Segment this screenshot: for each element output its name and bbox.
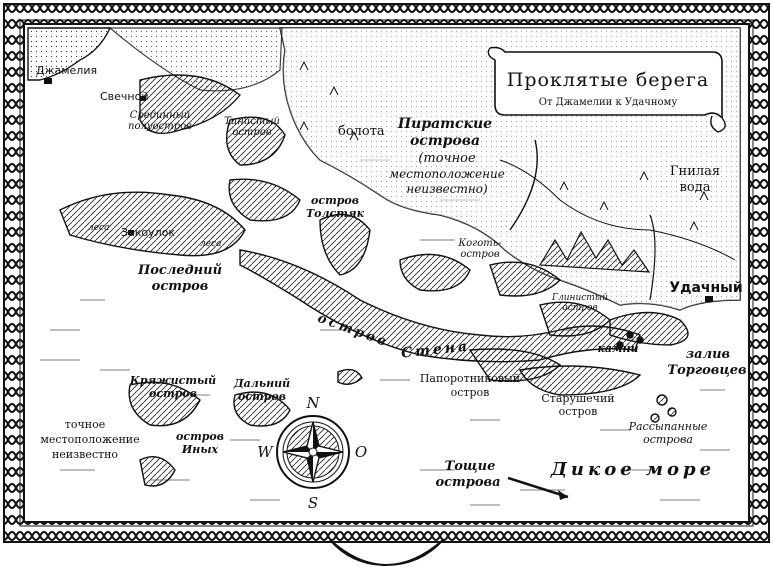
compass-s: S	[308, 494, 318, 512]
jamelia-marker	[44, 78, 52, 84]
settlements	[44, 78, 713, 302]
label-gnilaya-1: Гнилая	[670, 164, 720, 179]
label-tinisty-1: Тинистый	[224, 116, 280, 127]
arrow	[507, 476, 569, 499]
udachny-marker	[705, 296, 713, 302]
compass-n: N	[305, 394, 320, 412]
sredinny-peninsula	[139, 74, 241, 134]
label-toshchie-1: Тощие	[445, 459, 496, 474]
label-sredinny-1: Срединный	[130, 110, 191, 121]
label-piratskie-1: Пиратские	[397, 116, 492, 132]
map-subtitle: От Джамелии к Удачному	[539, 97, 678, 108]
label-svechnoy: Свечной	[100, 90, 149, 103]
label-posledny-1: Последний	[137, 263, 222, 278]
label-tochnoe-3: неизвестно	[52, 448, 118, 461]
compass-w: W	[257, 443, 274, 461]
river	[509, 139, 538, 231]
label-dzhameliya: Джамелия	[36, 64, 97, 77]
tinisty-island	[226, 116, 286, 166]
label-posledny-2: остров	[152, 279, 209, 294]
label-staryshechy-1: Старушечий	[541, 392, 614, 405]
label-tochnoe-1: точное	[65, 418, 105, 431]
title-banner: Проклятые берега От Джамелии к Удачному	[487, 46, 726, 133]
label-zaliv-1: залив	[686, 347, 730, 362]
label-tolstyak-2: Толстяк	[306, 207, 365, 220]
label-kamni: камни	[597, 342, 638, 355]
label-tinisty-2: остров	[232, 127, 272, 138]
label-piratskie-2: острова	[410, 133, 480, 149]
dalny-island	[233, 391, 291, 427]
label-kryazhisty-1: Кряжистый	[129, 374, 216, 387]
label-kogot-1: Коготь-	[457, 238, 502, 249]
label-sredinny-2: полуостров	[128, 121, 192, 132]
label-bolota: болота	[338, 124, 385, 139]
label-lesa-2: леса	[200, 239, 221, 249]
compass-rose: N S W O	[257, 394, 367, 512]
label-rassypannye-1: Рассыпанные	[628, 420, 708, 433]
label-dalny-1: Дальний	[233, 377, 290, 390]
label-udachny: Удачный	[669, 280, 742, 296]
staryshechy-island	[518, 365, 642, 396]
map-title: Проклятые берега	[507, 69, 709, 91]
svechnoy-marker	[140, 96, 146, 101]
kryazhisty-island	[128, 381, 201, 427]
label-paporotnik-1: Папоротниковый	[420, 372, 520, 385]
label-ostrov-stena-2: Стена	[400, 338, 470, 361]
kogot-island	[399, 253, 471, 292]
label-zaliv-2: Торговцев	[667, 363, 746, 378]
label-glinisty-1: Глинистый	[551, 293, 608, 303]
label-kogot-2: остров	[460, 249, 500, 260]
label-inykh-1: остров	[176, 430, 224, 443]
zakoulok-island	[59, 191, 246, 257]
arrow-head-icon	[558, 490, 568, 500]
label-glinisty-2: остров	[562, 303, 597, 313]
label-unknown-pos-1: (точное	[418, 151, 476, 166]
label-dikoe-more: Дикое море	[550, 459, 715, 480]
label-dalny-2: остров	[238, 390, 286, 403]
labels: Джамелия Свечной Срединный полуостров Ти…	[36, 64, 747, 490]
label-inykh-2: Иных	[181, 443, 219, 456]
label-unknown-pos-2: местоположение	[389, 167, 505, 181]
label-tolstyak-1: остров	[311, 194, 359, 207]
zakoulok-marker	[128, 230, 134, 235]
label-paporotnik-2: остров	[451, 386, 490, 399]
label-toshchie-2: острова	[435, 475, 500, 490]
label-lesa-1: леса	[88, 223, 109, 233]
label-staryshechy-2: остров	[559, 405, 598, 418]
label-gnilaya-2: вода	[680, 180, 711, 195]
compass-e: O	[355, 443, 367, 461]
label-zakoulok: Закоулок	[121, 226, 175, 239]
inykh-island	[139, 456, 176, 487]
label-tochnoe-2: местоположение	[40, 433, 139, 446]
label-unknown-pos-3: неизвестно)	[406, 182, 488, 196]
label-rassypannye-2: острова	[643, 433, 693, 446]
islands	[59, 74, 689, 487]
label-kryazhisty-2: остров	[149, 387, 197, 400]
